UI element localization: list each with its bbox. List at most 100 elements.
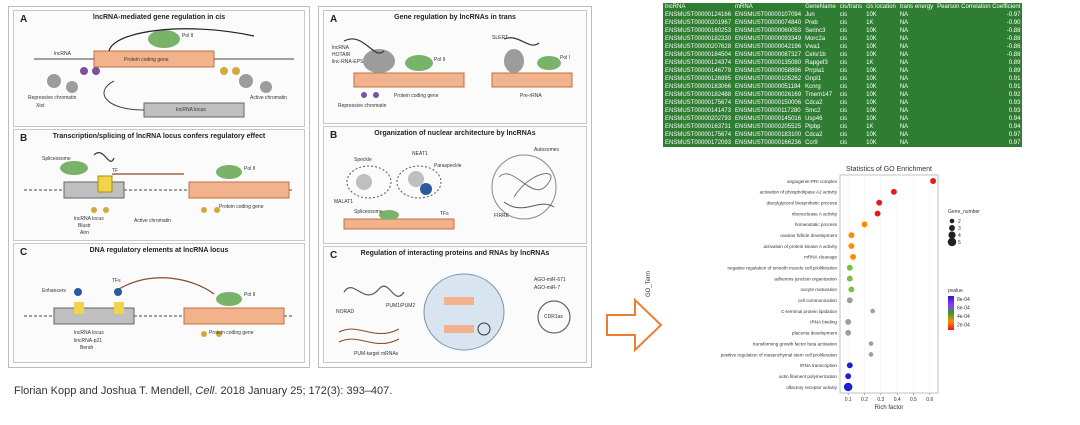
col-header: Pearson Correlation Coefficient bbox=[935, 3, 1023, 11]
color-legend-label: 4e-04 bbox=[957, 314, 970, 320]
table-cell: ENSMUST00000145016 bbox=[733, 115, 804, 123]
slert-label: SLERT bbox=[492, 35, 509, 41]
linc-rna-eps-label: linc-RNA-EPS bbox=[332, 59, 364, 65]
table-cell: ENSMUST00000026169 bbox=[733, 91, 804, 99]
table-cell: ENSMUST00000183066 bbox=[663, 83, 734, 91]
data-point bbox=[874, 210, 881, 217]
sub-letter: A bbox=[20, 14, 28, 25]
size-legend-symbol bbox=[949, 218, 955, 224]
table-cell: 10K bbox=[864, 11, 898, 19]
hotair-label: HOTAIR bbox=[332, 52, 351, 58]
sub-letter: C bbox=[20, 247, 28, 258]
data-point bbox=[845, 329, 852, 336]
table-cell: 10K bbox=[864, 75, 898, 83]
data-point bbox=[850, 253, 857, 260]
table-cell: ENSMUST00000182330 bbox=[663, 35, 734, 43]
lncrna-locus-label: lncRNA locus bbox=[74, 330, 104, 336]
table-cell: cis bbox=[837, 99, 865, 107]
table-cell: Vwa1 bbox=[803, 43, 838, 51]
table-cell: NA bbox=[897, 131, 936, 139]
x-tick-label: 0.4 bbox=[894, 397, 901, 403]
table-cell: ENSMUST00000124166 bbox=[663, 11, 734, 19]
table-cell: NA bbox=[897, 27, 936, 35]
data-point bbox=[845, 318, 852, 325]
correlation-table: lncRNA mRNA GeneName cis/trans cis locat… bbox=[663, 3, 1023, 147]
table-cell: Usp46 bbox=[803, 115, 838, 123]
table-cell: ENSMUST00000060053 bbox=[733, 27, 804, 35]
sub-letter: C bbox=[330, 250, 338, 261]
table-cell: ENSMUST00000087327 bbox=[733, 51, 804, 59]
table-cell: ENSMUST00000201967 bbox=[663, 19, 734, 27]
data-point bbox=[930, 178, 937, 184]
pum-target-label: PUM-target mRNAs bbox=[354, 351, 399, 357]
spliceosome-label: Spliceosome bbox=[354, 209, 383, 215]
left-figure-panel: A lncRNA-mediated gene regulation in cis… bbox=[8, 6, 310, 368]
neat1-label: NEAT1 bbox=[412, 151, 428, 157]
x-tick-label: 0.1 bbox=[845, 397, 852, 403]
norad-label: NORAD bbox=[336, 309, 355, 315]
data-point bbox=[846, 264, 853, 271]
y-tick-label: actin filament polymerization bbox=[779, 374, 837, 379]
table-cell: 10K bbox=[864, 67, 898, 75]
paraspeckle-label: Paraspeckle bbox=[434, 163, 462, 169]
middle-figure-panel: A Gene regulation by lncRNAs in trans ln… bbox=[318, 6, 592, 368]
table-cell: ENSMUST00000202793 bbox=[663, 115, 734, 123]
cdr1as-label: CDR1as bbox=[544, 314, 563, 320]
table-cell: ENSMUST00000150006 bbox=[733, 99, 804, 107]
table-cell: cis bbox=[837, 123, 865, 131]
table-cell: NA bbox=[897, 67, 936, 75]
table-cell: -0.88 bbox=[935, 27, 1023, 35]
pol-ii-label: Pol II bbox=[244, 292, 256, 298]
color-legend-label: 6e-04 bbox=[957, 306, 970, 312]
x-tick-label: 0.2 bbox=[861, 397, 868, 403]
table-cell: ENSMUST00000124374 bbox=[663, 59, 734, 67]
data-point bbox=[848, 286, 855, 293]
x-tick-label: 0.6 bbox=[926, 397, 933, 403]
table-cell: NA bbox=[897, 75, 936, 83]
sub-panel-c-dna-elements: C DNA regulatory elements at lncRNA locu… bbox=[13, 243, 305, 363]
table-cell: Morc2a bbox=[803, 35, 838, 43]
table-cell: cis bbox=[837, 51, 865, 59]
sub-letter: A bbox=[330, 14, 338, 25]
table-cell: ENSMUST00000163731 bbox=[663, 123, 734, 131]
table-cell: ENSMUST00000205525 bbox=[733, 123, 804, 131]
trans-regulation-diagram bbox=[343, 37, 573, 98]
table-cell: NA bbox=[897, 99, 936, 107]
data-point bbox=[846, 275, 853, 282]
table-cell: ENSMUST00000141473 bbox=[663, 107, 734, 115]
table-cell: 1K bbox=[864, 19, 898, 27]
active-chromatin-label: Active chromatin bbox=[250, 95, 287, 101]
data-point bbox=[861, 221, 868, 228]
table-cell: 10K bbox=[864, 107, 898, 115]
data-point bbox=[848, 243, 855, 250]
sub-title: lncRNA-mediated gene regulation in cis bbox=[92, 14, 226, 21]
data-point bbox=[848, 232, 855, 239]
sub-panel-b-nuclear: B Organization of nuclear architecture b… bbox=[323, 126, 587, 244]
table-cell: ENSMUST00000184504 bbox=[663, 51, 734, 59]
nuclear-architecture-diagram bbox=[343, 154, 557, 230]
size-legend-label: 5 bbox=[958, 240, 961, 246]
table-cell: 10K bbox=[864, 115, 898, 123]
table-cell: 10K bbox=[864, 35, 898, 43]
table-cell: cis bbox=[837, 139, 865, 147]
table-cell: 0.97 bbox=[935, 139, 1023, 147]
pum-label: PUM1/PUM2 bbox=[386, 303, 416, 309]
table-cell: Prrpla1 bbox=[803, 67, 838, 75]
table-cell: 0.94 bbox=[935, 115, 1023, 123]
table-cell: ENSMUST00000175674 bbox=[663, 131, 734, 139]
data-point bbox=[843, 382, 853, 392]
y-tick-label: oocyte maturation bbox=[800, 287, 837, 292]
table-cell: 10K bbox=[864, 51, 898, 59]
table-cell: ENSMUST00000160253 bbox=[663, 27, 734, 35]
color-legend-label: 8e-04 bbox=[957, 297, 970, 303]
y-tick-label: transforming growth factor beta activati… bbox=[753, 341, 838, 346]
table-cell: cis bbox=[837, 131, 865, 139]
